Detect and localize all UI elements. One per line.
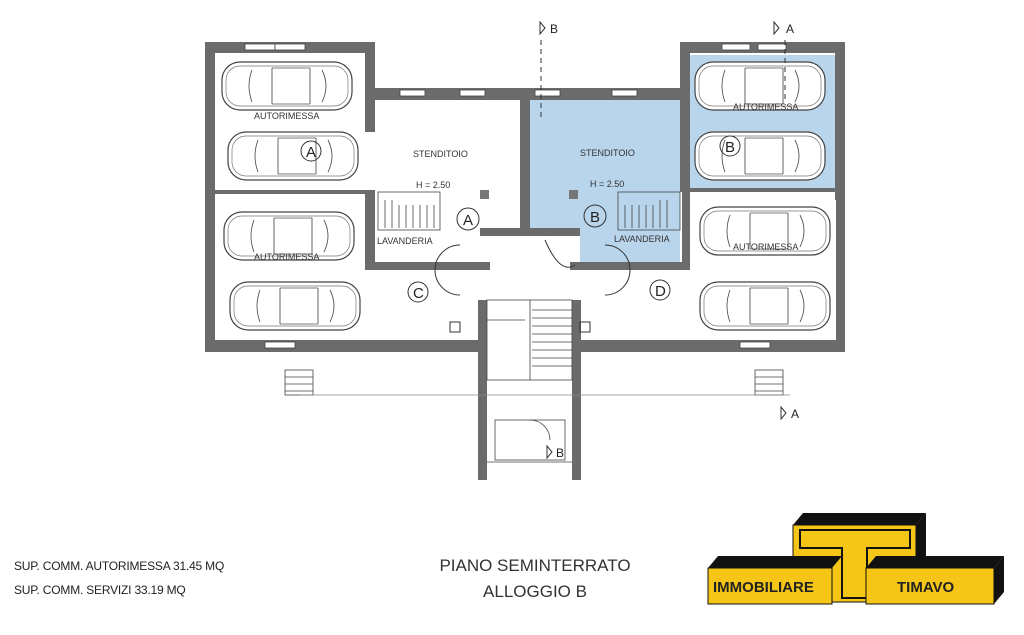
column — [480, 190, 489, 199]
doors — [434, 239, 631, 333]
room-label: STENDITOIO — [413, 149, 468, 159]
room-label: AUTORIMESSA — [254, 111, 319, 121]
logo: IMMOBILIARE TIMAVO — [707, 513, 1004, 605]
room-label: LAVANDERIA — [377, 236, 433, 246]
unit-markers — [300, 135, 741, 303]
plan-subtitle: ALLOGGIO B — [483, 582, 587, 601]
height-label: H = 2.50 — [416, 180, 450, 190]
height-label: H = 2.50 — [590, 179, 624, 189]
section-lines — [540, 40, 786, 120]
stairs — [284, 191, 790, 463]
room-label: LAVANDERIA — [614, 234, 670, 244]
section-arrow-icon — [546, 444, 553, 460]
logo-left-text: IMMOBILIARE — [713, 579, 814, 596]
car-icon — [229, 281, 361, 331]
unit-marker: A — [306, 144, 316, 161]
unit-marker: D — [655, 283, 666, 300]
car-icon — [699, 281, 831, 331]
sup-autorimessa: SUP. COMM. AUTORIMESSA 31.45 MQ — [14, 559, 225, 573]
plan-title: PIANO SEMINTERRATO — [439, 556, 631, 575]
section-a-bottom: A — [791, 407, 799, 421]
logo-right-text: TIMAVO — [897, 579, 955, 596]
car-icon — [221, 61, 353, 111]
car-icon — [694, 131, 826, 181]
unit-marker: B — [725, 139, 735, 156]
room-label: STENDITOIO — [580, 148, 635, 158]
sup-servizi: SUP. COMM. SERVIZI 33.19 MQ — [14, 583, 186, 597]
section-arrow-icon — [539, 20, 546, 36]
unit-marker: A — [463, 212, 473, 229]
section-arrow-icon — [773, 20, 780, 36]
room-label: AUTORIMESSA — [254, 252, 319, 262]
column — [569, 190, 578, 199]
stenditoio-b-highlight — [530, 100, 680, 268]
car-icon — [227, 131, 359, 181]
unit-marker: C — [413, 285, 424, 302]
section-b-bottom: B — [556, 446, 564, 460]
windows — [244, 43, 787, 349]
unit-marker: B — [590, 209, 600, 226]
section-arrow-icon — [780, 405, 787, 421]
room-label: AUTORIMESSA — [733, 102, 798, 112]
room-label: AUTORIMESSA — [733, 242, 798, 252]
section-b-top: B — [550, 22, 558, 36]
section-a-top: A — [786, 22, 794, 36]
section-markers: B A B A — [539, 20, 799, 460]
